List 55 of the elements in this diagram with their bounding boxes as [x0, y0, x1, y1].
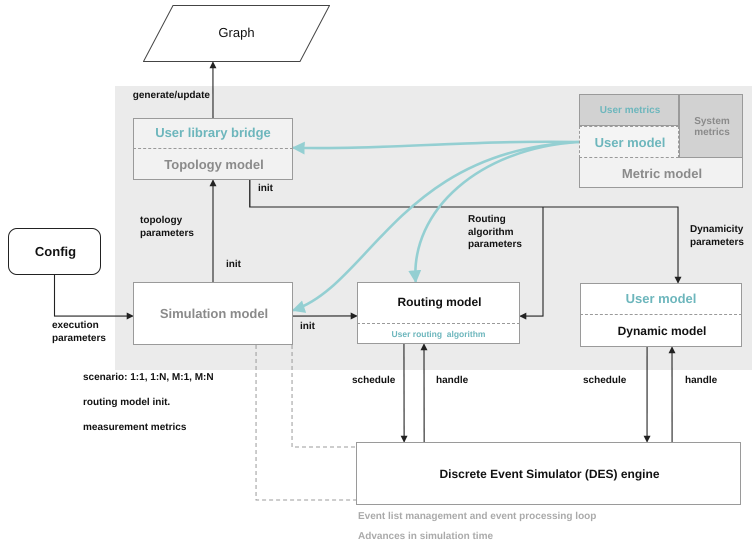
model-box — [356, 442, 741, 505]
box-title: Graph — [217, 24, 256, 42]
note-text: measurement metrics — [83, 422, 188, 434]
compartment — [579, 94, 679, 126]
note-text: Advances in simulation time — [358, 531, 494, 544]
edge-label: schedule — [583, 375, 628, 388]
note-text: topology parameters — [140, 215, 195, 240]
box-title: Config — [34, 243, 78, 262]
output-parallelogram — [143, 5, 330, 62]
arrow — [292, 140, 580, 154]
arrow — [54, 275, 134, 320]
box-title: Topology model — [163, 156, 265, 174]
compartment — [579, 126, 679, 158]
box-title: Discrete Event Simulator (DES) engine — [438, 466, 661, 483]
box-title: Routing model — [396, 294, 482, 312]
edge-label: generate/update — [132, 90, 210, 102]
edge-label: Routing algorithm parameters — [468, 214, 523, 252]
model-box — [133, 118, 293, 180]
box-title: Simulation model — [158, 305, 270, 324]
box-title: User library bridge — [154, 124, 272, 142]
model-box — [580, 283, 742, 347]
model-box — [357, 282, 520, 344]
rounded-box — [8, 228, 101, 275]
arrow — [668, 346, 676, 442]
box-title: User model — [594, 134, 666, 152]
note-text: Event list management and event processing loop — [358, 511, 596, 524]
edge-label: schedule — [352, 375, 396, 388]
arrow — [400, 344, 408, 443]
box-title: Dynamic model — [616, 323, 708, 340]
edge-label: Dynamicity parameters — [690, 224, 745, 249]
edge-label: handle — [685, 375, 718, 388]
dashed-connector — [292, 344, 356, 448]
edge-label: init — [226, 259, 242, 272]
note-text: scenario: 1:1, 1:N, M:1, M:N — [83, 372, 215, 384]
edge-label: init — [300, 321, 316, 334]
box-title: User routing algorithm — [390, 328, 486, 341]
note-text: init — [258, 183, 274, 196]
box-title: User model — [624, 290, 698, 308]
arrow — [293, 312, 358, 320]
note-text: routing model init. — [83, 397, 172, 410]
arrow — [210, 179, 216, 282]
arrow — [420, 343, 428, 442]
compartment — [679, 94, 743, 158]
box-title: System metrics — [693, 114, 731, 140]
edge-label: handle — [436, 375, 470, 388]
box-title: Metric model — [620, 164, 704, 183]
dashed-connector — [256, 344, 356, 500]
model-box — [133, 282, 293, 345]
arrow — [409, 140, 580, 284]
edge-label: execution parameters — [52, 320, 107, 345]
arrow — [249, 180, 682, 284]
box-title: User metrics — [598, 104, 662, 118]
model-box — [579, 94, 743, 188]
arrow — [644, 347, 651, 443]
arrow — [209, 61, 216, 118]
